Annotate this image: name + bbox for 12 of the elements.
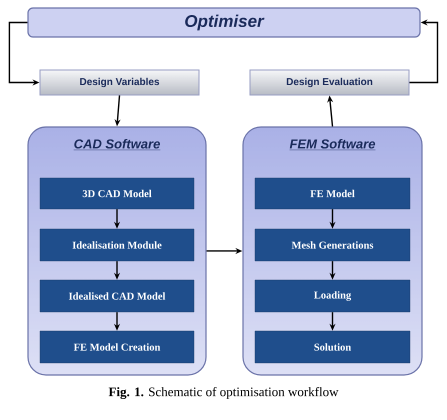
- step-box: 3D CAD Model: [40, 178, 194, 210]
- step-box: FE Model Creation: [40, 330, 194, 364]
- process-box: Design Evaluation: [250, 70, 410, 96]
- step-box: Idealised CAD Model: [40, 280, 194, 312]
- figure-caption: Fig. 1. Schematic of optimisation workflow: [108, 386, 338, 399]
- process-box: Design Variables: [40, 70, 200, 96]
- optimiser-box: Optimiser: [27, 7, 421, 38]
- step-box: Loading: [254, 280, 410, 312]
- step-box: Solution: [254, 330, 410, 364]
- step-box: FE Model: [254, 178, 410, 210]
- step-box: Idealisation Module: [40, 228, 194, 262]
- step-box: Mesh Generations: [254, 228, 410, 262]
